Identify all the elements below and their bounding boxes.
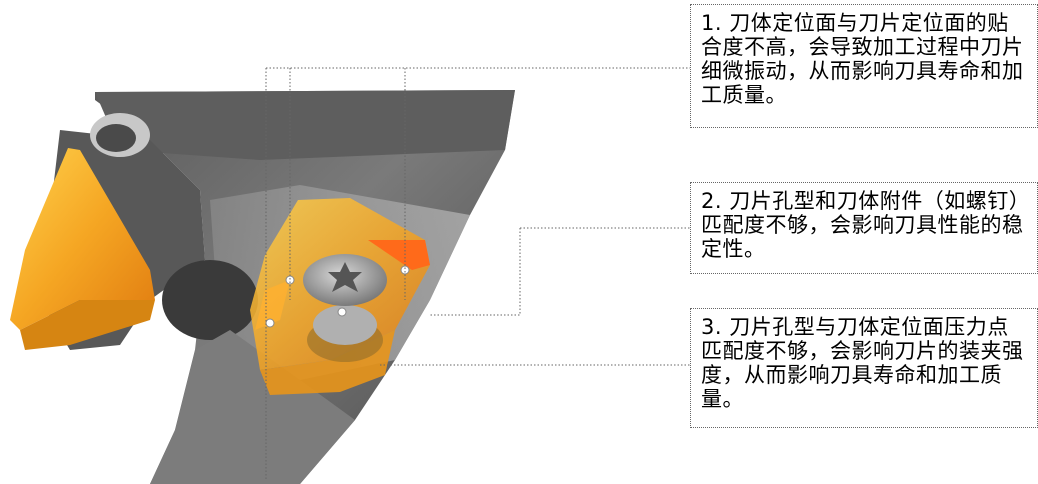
callout-1-text: 1. 刀体定位面与刀片定位面的贴合度不高，会导致加工过程中刀片细微振动，从而影响… xyxy=(701,11,1024,107)
left-insert xyxy=(10,148,155,350)
locating-point-icon xyxy=(265,265,410,328)
leader-lines xyxy=(265,67,690,480)
callout-3: 3. 刀片孔型与刀体定位面压力点匹配度不够，会影响刀片的装夹强度，从而影响刀具寿… xyxy=(690,308,1038,428)
tool-holder-illustration xyxy=(10,67,690,484)
callout-2: 2. 刀片孔型和刀体附件（如螺钉）匹配度不够，会影响刀具性能的稳定性。 xyxy=(690,182,1038,274)
callout-2-text: 2. 刀片孔型和刀体附件（如螺钉）匹配度不够，会影响刀具性能的稳定性。 xyxy=(701,189,1024,261)
torx-screw-icon xyxy=(303,254,387,362)
callout-3-text: 3. 刀片孔型与刀体定位面压力点匹配度不够，会影响刀片的装夹强度，从而影响刀具寿… xyxy=(701,315,1024,411)
callout-1: 1. 刀体定位面与刀片定位面的贴合度不高，会导致加工过程中刀片细微振动，从而影响… xyxy=(690,4,1038,128)
